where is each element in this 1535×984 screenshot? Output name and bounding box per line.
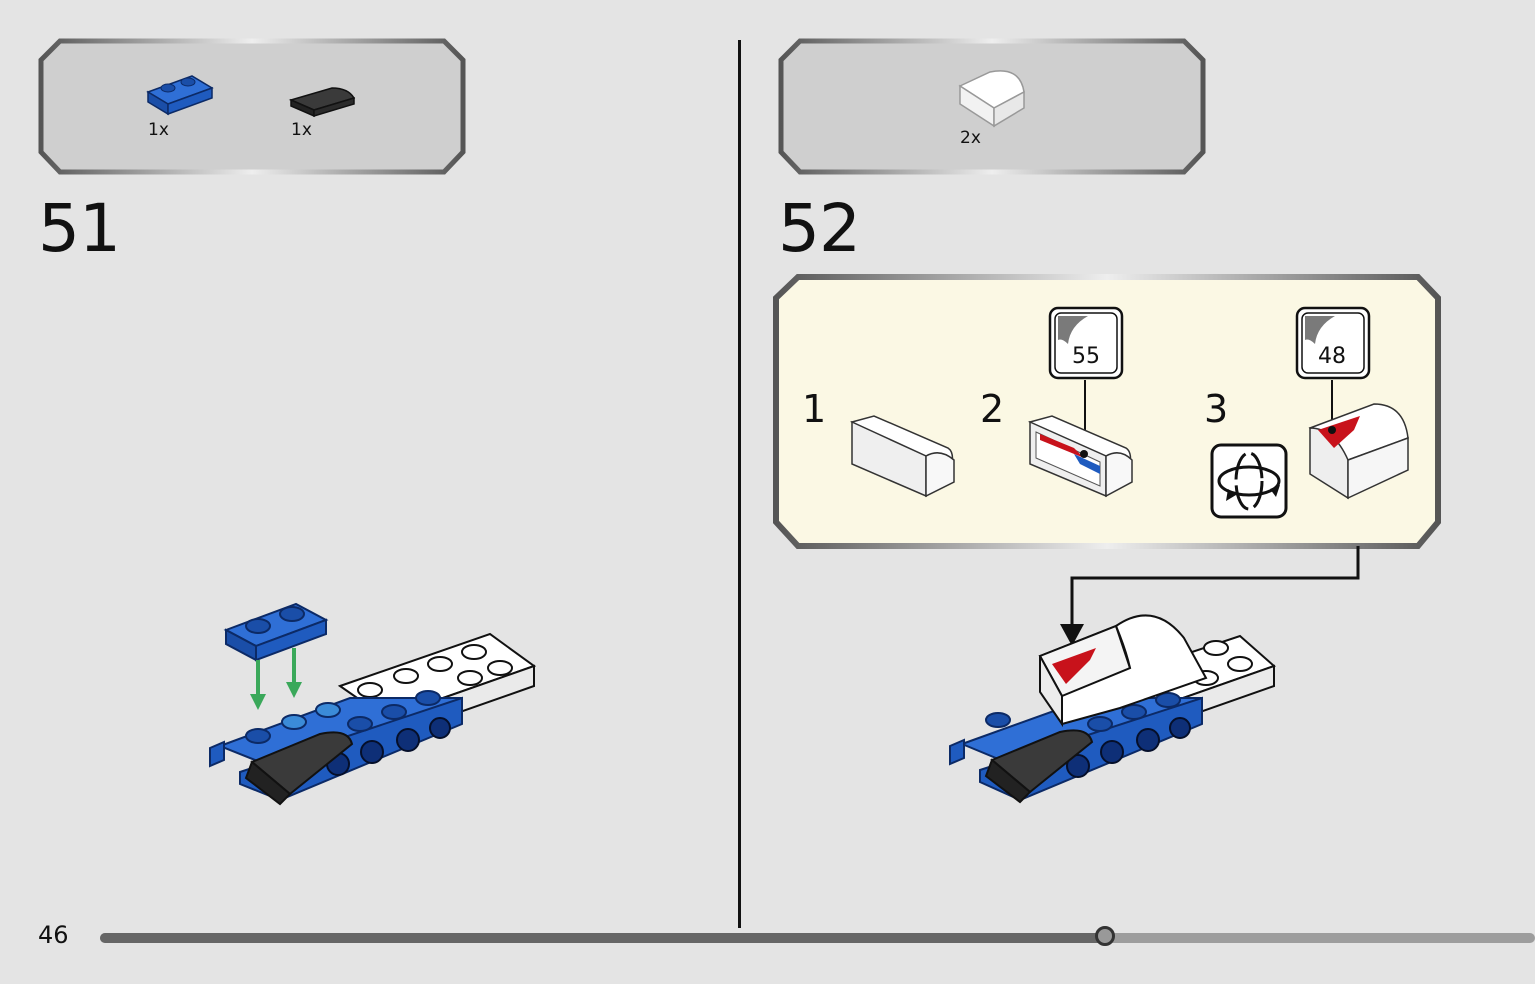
sticker-leader-line xyxy=(1331,380,1333,430)
sticker-number: 55 xyxy=(1072,344,1100,369)
parts-box-step-51 xyxy=(38,38,466,175)
step-number: 51 xyxy=(38,190,121,267)
rotate-model-icon xyxy=(1210,443,1288,519)
part-qty: 1x xyxy=(291,120,312,140)
substep-number: 1 xyxy=(802,387,827,431)
model-step-52 xyxy=(949,614,1276,804)
sticker-number: 48 xyxy=(1318,344,1346,369)
sticker-leader-line xyxy=(1084,380,1086,448)
callout-arrow xyxy=(1060,546,1360,646)
part-qty: 1x xyxy=(148,120,169,140)
progress-knob[interactable] xyxy=(1094,926,1115,946)
part-qty: 2x xyxy=(960,128,981,148)
sticker-badge-55 xyxy=(1048,306,1124,380)
white-brick-with-sticker-48 xyxy=(1308,403,1409,500)
page-number: 46 xyxy=(38,921,69,949)
substep-number: 2 xyxy=(980,387,1005,431)
black-curved-slope-icon xyxy=(288,87,356,118)
white-brick-with-sticker-55 xyxy=(1027,415,1133,498)
model-step-51 xyxy=(209,602,537,806)
substep-number: 3 xyxy=(1204,387,1229,431)
progress-fill xyxy=(100,933,1105,943)
white-curved-brick-substep-1 xyxy=(849,415,955,498)
page-divider xyxy=(738,40,741,928)
sticker-badge-48 xyxy=(1295,306,1371,380)
blue-plate-1x2-icon xyxy=(146,75,214,116)
step-number: 52 xyxy=(778,190,861,267)
white-curved-brick-icon xyxy=(958,70,1025,128)
